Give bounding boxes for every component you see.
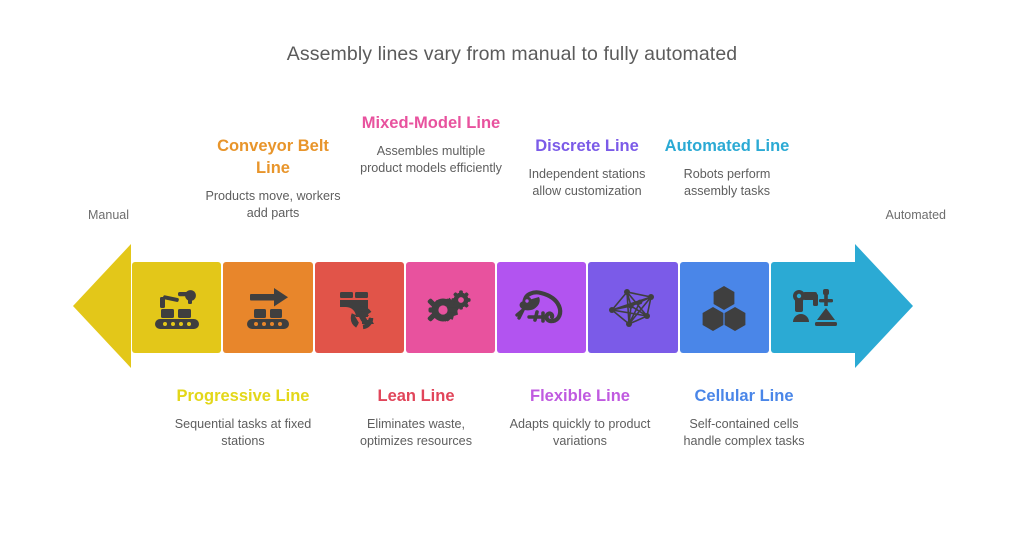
robot-arm-icon [789,284,841,332]
box-recycle-icon [334,283,384,333]
callout-description: Products move, workers add parts [205,189,341,220]
callout-description: Robots perform assembly tasks [683,167,771,198]
callout-title: Progressive Line [176,387,310,405]
callout-description: Adapts quickly to product variations [509,417,651,448]
callout-title: Automated Line [664,137,790,155]
callout-title: Flexible Line [530,387,630,405]
chameleon-icon [514,287,569,329]
callout-description: Independent stations allow customization [528,167,646,198]
gears-icon [424,283,476,333]
callout-title: Cellular Line [694,387,794,405]
tile-strip [132,262,860,353]
tile-lean-line[interactable] [314,262,404,353]
tile-conveyor-belt-line[interactable] [223,262,313,353]
tile-progressive-line[interactable] [132,262,222,353]
callout-title: Conveyor Belt Line [217,137,329,177]
callout-title: Lean Line [377,387,455,405]
robot-arm-conveyor-icon [151,283,203,333]
tile-flexible-line[interactable] [497,262,587,353]
right-arrow-head-icon [855,240,915,372]
network-mesh-icon [607,286,659,330]
automation-spectrum-band [0,240,1024,372]
tile-automated-line[interactable] [770,262,860,353]
tile-mixed-model-line[interactable] [405,262,495,353]
callout-description: Eliminates waste, optimizes resources [360,417,472,448]
tile-discrete-line[interactable] [588,262,678,353]
callout-title: Mixed-Model Line [361,114,501,132]
arrow-conveyor-icon [242,283,294,333]
callout-description: Assembles multiple product models effici… [360,144,502,175]
tile-cellular-line[interactable] [679,262,769,353]
callout-description: Self-contained cells handle complex task… [683,417,805,448]
page-title: Assembly lines vary from manual to fully… [286,43,738,65]
callout-description: Sequential tasks at fixed stations [174,417,312,448]
axis-label-manual: Manual [88,208,129,222]
left-arrow-head-icon [71,240,131,372]
callout-title: Discrete Line [535,137,639,155]
hexagon-cells-icon [700,284,748,332]
axis-label-automated: Automated [885,208,946,222]
